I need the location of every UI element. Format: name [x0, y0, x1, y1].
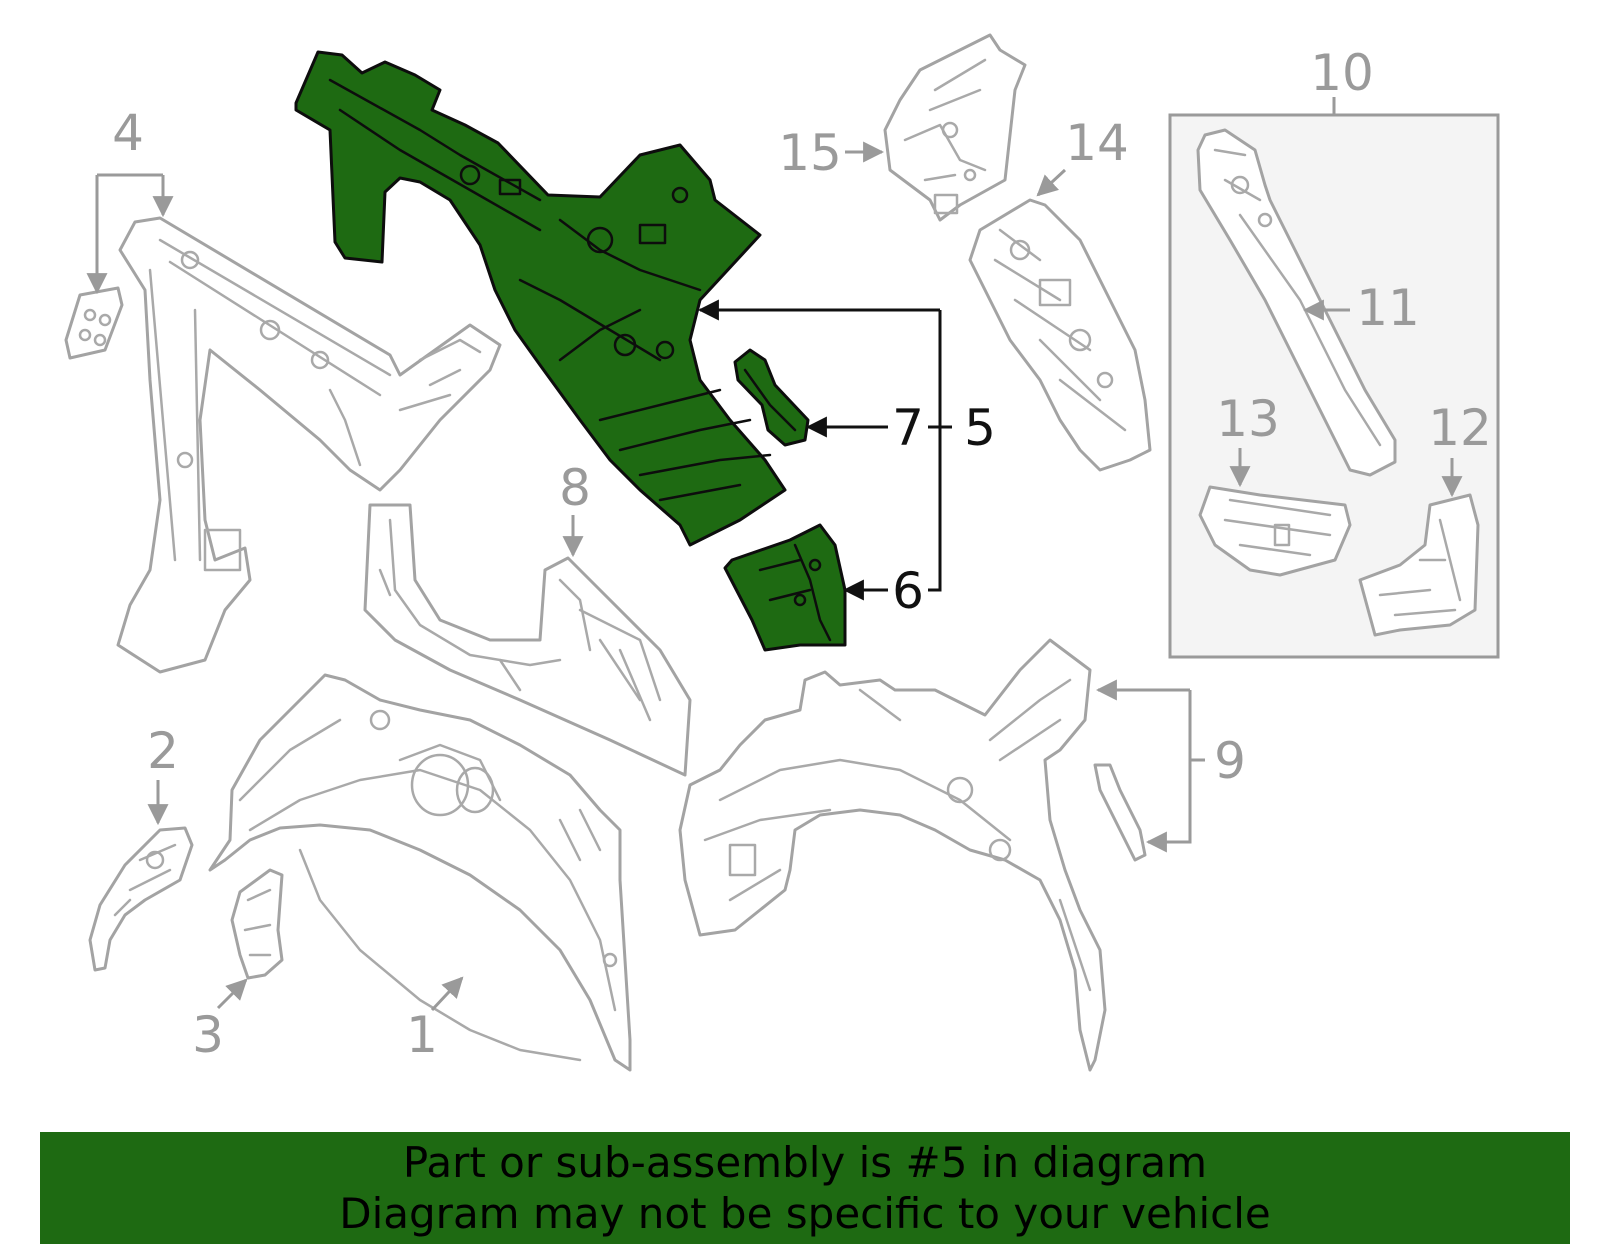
- part-5-highlighted[interactable]: [294, 50, 787, 547]
- callout-9: 9: [1214, 732, 1246, 790]
- part-14-panel[interactable]: [968, 198, 1152, 472]
- callout-5: 5: [964, 399, 996, 457]
- callout-13: 13: [1216, 390, 1280, 448]
- part-13-bracket[interactable]: [1198, 485, 1352, 577]
- part-4-bracket[interactable]: [64, 286, 124, 360]
- part-4-pillar[interactable]: [116, 216, 502, 674]
- callout-14: 14: [1065, 114, 1129, 172]
- callout-8: 8: [559, 459, 591, 517]
- callout-11: 11: [1356, 279, 1420, 337]
- callout-3: 3: [192, 1006, 224, 1064]
- callout-leaders-selected: [697, 299, 952, 601]
- part-8-panel[interactable]: [363, 503, 692, 777]
- part-15-panel[interactable]: [883, 33, 1027, 222]
- callout-12: 12: [1428, 399, 1492, 457]
- callout-10: 10: [1310, 44, 1374, 102]
- part-6-panel[interactable]: [723, 523, 847, 652]
- callout-2: 2: [147, 722, 179, 780]
- part-3-bracket[interactable]: [230, 868, 284, 980]
- banner-line-2: Diagram may not be specific to your vehi…: [339, 1189, 1271, 1238]
- part-2-bracket[interactable]: [88, 826, 194, 972]
- part-7-bracket[interactable]: [733, 348, 810, 447]
- part-11-pillar[interactable]: [1196, 128, 1397, 477]
- banner-line-1: Part or sub-assembly is #5 in diagram: [402, 1138, 1208, 1187]
- callout-15: 15: [778, 124, 842, 182]
- callout-4: 4: [112, 104, 144, 162]
- part-1-wheelhouse[interactable]: [208, 673, 632, 1072]
- part-12-bracket[interactable]: [1358, 493, 1480, 637]
- callout-labels: 1 2 3 4 5 6 7 8 9 10 11 12 13 14 15: [112, 44, 1492, 1064]
- info-banner: Part or sub-assembly is #5 in diagram Di…: [40, 1132, 1570, 1244]
- callout-6: 6: [892, 562, 924, 620]
- callout-1: 1: [406, 1006, 438, 1064]
- part-9-wheelhouse[interactable]: [678, 638, 1147, 1072]
- callout-leaders: [86, 97, 1463, 1012]
- callout-7: 7: [892, 399, 924, 457]
